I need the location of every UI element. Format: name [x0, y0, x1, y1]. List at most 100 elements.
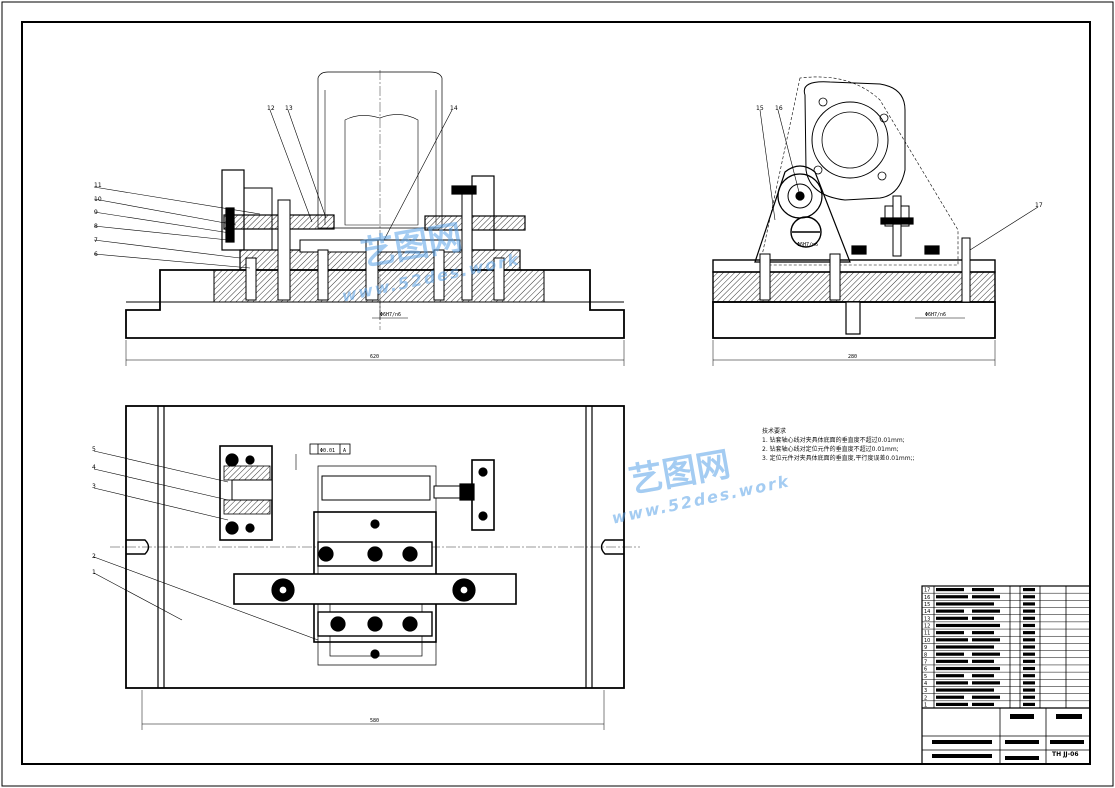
bom-row-number: 12 — [924, 624, 930, 630]
bom-cell-text — [936, 623, 972, 628]
bom-row-number: 5 — [924, 674, 927, 680]
bom-cell-text — [1023, 638, 1035, 642]
bom-cell-text — [972, 623, 1000, 628]
side-view — [712, 76, 1039, 366]
bom-cell-text — [1023, 623, 1035, 628]
bom-cell-text — [1023, 659, 1035, 663]
bom-row-number: 3 — [924, 688, 927, 694]
bom-cell-text — [972, 645, 994, 649]
bom-cell-text — [936, 659, 968, 663]
bom-cell-text — [936, 609, 964, 613]
side-fit-label: Φ6H7/n6 — [925, 312, 946, 318]
notes-item: 2. 钻套轴心线对定位元件的垂直度不超过0.01mm; — [762, 446, 899, 453]
bom-cell-text — [936, 631, 964, 635]
bom-cell-text — [936, 681, 968, 685]
part-label: 17 — [1035, 202, 1043, 209]
bom-cell-text — [936, 616, 968, 620]
bom-cell-text — [1023, 681, 1035, 685]
bom-cell-text — [1023, 645, 1035, 649]
bom-cell-text — [936, 638, 968, 642]
bom-cell-text — [972, 652, 1000, 656]
bom-cell-text — [1023, 666, 1035, 671]
bom-cell-text — [972, 595, 1000, 599]
side-view-labels: 15 16 17 280 Φ6H7/n6 Φ6H7/n6 — [756, 105, 1043, 360]
side-hole-fit-label: Φ6H7/n6 — [797, 242, 818, 248]
part-label: 4 — [92, 464, 96, 471]
part-label: 5 — [92, 446, 96, 453]
bom-cell-text — [972, 666, 1000, 671]
bom-row-number: 10 — [924, 638, 930, 644]
bom-row-number: 1 — [924, 703, 927, 709]
bom-cell-text — [1023, 616, 1035, 620]
top-view-labels: 5 4 3 2 1 580 Φ0.01 A — [92, 446, 379, 724]
part-label: 6 — [94, 251, 98, 258]
notes-item: 3. 定位元件对夹具体底面的垂直度,平行度误差0.01mm;; — [762, 455, 915, 462]
bom-row-number: 13 — [924, 616, 930, 622]
notes-item: 1. 钻套轴心线对夹具体底面的垂直度不超过0.01mm; — [762, 437, 905, 444]
bom-cell-text — [1023, 609, 1035, 613]
bom-cell-text — [1023, 652, 1035, 656]
part-label: 16 — [775, 105, 783, 112]
bom-cell-text — [936, 695, 964, 699]
bom-cell-text — [1023, 631, 1035, 635]
bom-row-number: 17 — [924, 588, 930, 594]
bom-row-number: 11 — [924, 631, 930, 637]
bom-cell-text — [972, 616, 994, 620]
bom-cell-text — [936, 666, 972, 671]
front-fit-label: Φ6H7/n6 — [380, 312, 401, 318]
bom-row-number: 2 — [924, 695, 927, 701]
tolerance-value: Φ0.01 — [320, 448, 335, 454]
bom-cell-text — [936, 645, 972, 649]
front-view-labels: 11 10 9 8 7 6 12 13 14 620 Φ6H7/n6 — [94, 105, 458, 360]
part-label: 9 — [94, 209, 98, 216]
part-label: 11 — [94, 182, 102, 189]
part-label: 10 — [94, 196, 102, 203]
bom-cell-text — [1023, 695, 1035, 699]
notes-title: 技术要求 — [762, 428, 787, 435]
bom-row-number: 6 — [924, 667, 927, 673]
bom-row-number: 14 — [924, 609, 930, 615]
bom-cell-text — [1023, 702, 1035, 706]
side-width-dimension: 280 — [848, 354, 857, 360]
part-label: 15 — [756, 105, 764, 112]
bom-cell-text — [1023, 595, 1035, 599]
bom-cell-text — [936, 588, 964, 592]
bom-cell-text — [936, 595, 968, 599]
bom-cell-text — [936, 702, 968, 706]
part-label: 14 — [450, 105, 458, 112]
part-label: 8 — [94, 223, 98, 230]
bom-row-number: 9 — [924, 645, 927, 651]
front-view — [93, 70, 625, 366]
bom-cell-text — [972, 674, 994, 678]
bom-cell-text — [972, 602, 994, 606]
bom-cell-text — [972, 681, 1000, 685]
top-width-dimension: 580 — [370, 718, 379, 724]
bom-row-number: 7 — [924, 659, 927, 665]
bom-cell-text — [972, 609, 1000, 613]
bom-cell-text — [972, 695, 1000, 699]
bom-row-number: 4 — [924, 681, 927, 687]
bom-cell-text — [972, 659, 994, 663]
bom-cell-text — [936, 688, 972, 692]
bom-cell-text — [936, 652, 964, 656]
bom-cell-text — [972, 638, 1000, 642]
part-label: 1 — [92, 569, 96, 576]
bom-row-number: 8 — [924, 652, 927, 658]
top-view — [93, 405, 640, 730]
bom-cell-text — [936, 674, 964, 678]
technical-requirements: 技术要求 1. 钻套轴心线对夹具体底面的垂直度不超过0.01mm; 2. 钻套轴… — [762, 427, 915, 463]
front-width-dimension: 620 — [370, 354, 379, 360]
bom-cell-text — [972, 631, 994, 635]
part-label: 2 — [92, 553, 96, 560]
part-label: 3 — [92, 483, 96, 490]
bom-cell-text — [936, 602, 972, 606]
part-label: 13 — [285, 105, 293, 112]
bom-cell-text — [972, 688, 994, 692]
bom-cell-text — [972, 702, 994, 706]
bom-row-number: 15 — [924, 602, 930, 608]
bom-cell-text — [972, 588, 994, 592]
bom-cell-text — [1023, 674, 1035, 678]
